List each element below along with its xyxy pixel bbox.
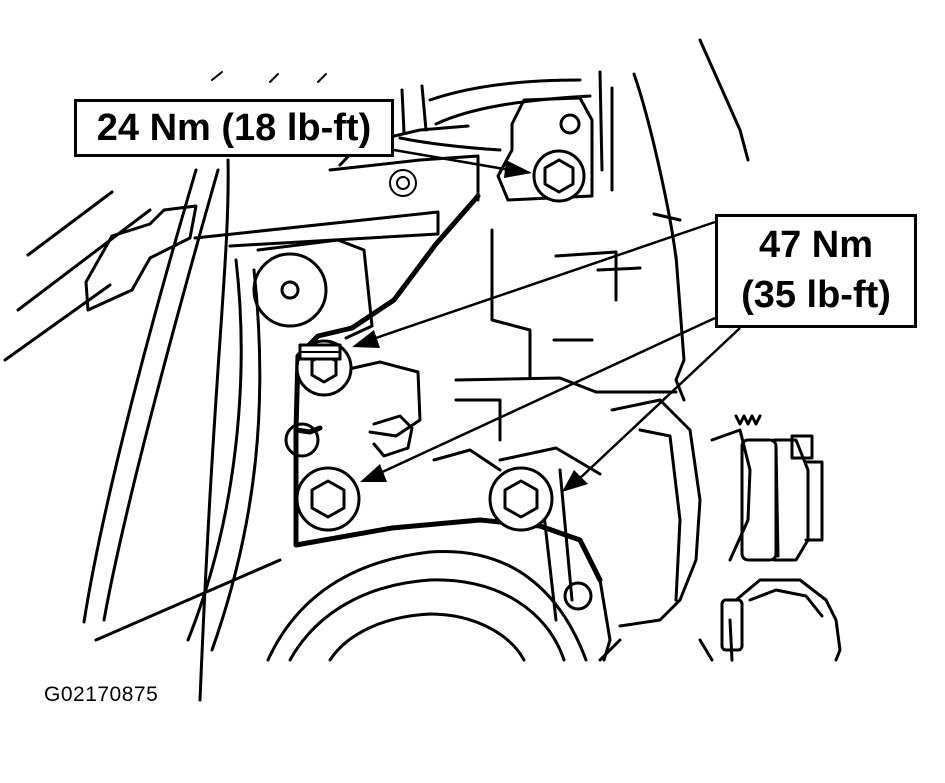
torque-callout-47nm-line1: 47 Nm xyxy=(758,224,874,266)
mount-bracket-outline xyxy=(293,193,603,583)
torque-callout-24nm: 24 Nm (18 lb-ft) xyxy=(74,99,394,157)
leader-47nm-to-right-bolt xyxy=(562,327,741,492)
leader-24nm xyxy=(393,148,532,178)
upper-bracket-stud xyxy=(295,339,353,397)
torque-callout-47nm-line2: (35 lb-ft) xyxy=(741,274,891,316)
torque-callout-47nm: 47 Nm (35 lb-ft) xyxy=(715,214,917,328)
lower-right-bolt xyxy=(488,466,554,532)
engine-background-linework xyxy=(3,38,842,702)
leader-47nm-to-left-bolt xyxy=(360,316,716,482)
lower-left-bolt xyxy=(295,466,361,532)
leader-47nm-to-stud xyxy=(352,220,716,348)
figure-id-label: G02170875 xyxy=(44,683,159,706)
upper-bolt xyxy=(532,149,586,203)
